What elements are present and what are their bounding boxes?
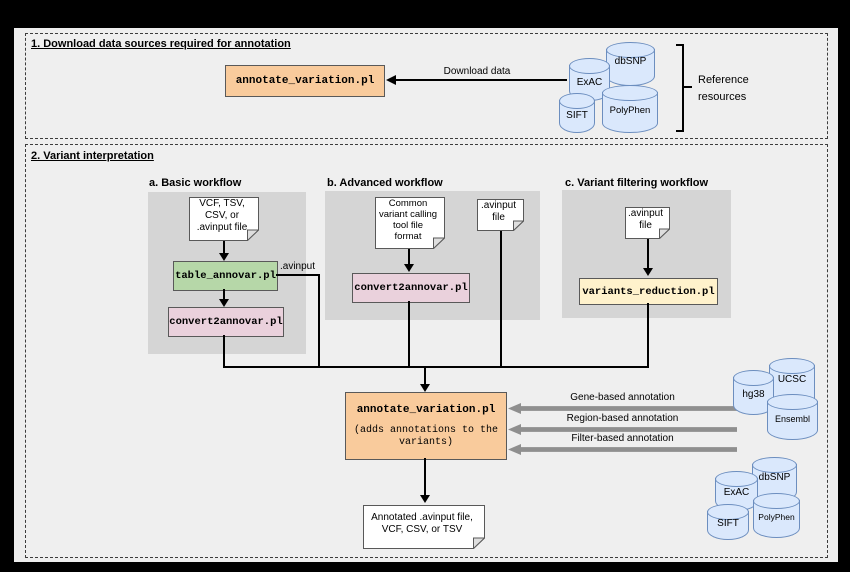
node-variants-reduction-label: variants_reduction.pl bbox=[582, 285, 715, 298]
connector-line bbox=[500, 231, 502, 368]
db-label-sift-top: SIFT bbox=[566, 110, 588, 121]
db-cylinder-dbsnp-top: dbSNP bbox=[606, 42, 655, 86]
node-annotate-variation-subtitle: (adds annotations to the variants) bbox=[353, 424, 499, 448]
doc-filtering-avinput-text: .avinput file bbox=[627, 208, 664, 231]
doc-output-text: Annotated .avinput file, VCF, CSV, or TS… bbox=[371, 512, 473, 535]
doc-output: Annotated .avinput file, VCF, CSV, or TS… bbox=[363, 505, 485, 549]
filtering-workflow-heading: c. Variant filtering workflow bbox=[565, 177, 709, 189]
region-annotation-label: Region-based annotation bbox=[566, 413, 679, 424]
gene-annotation-block-arrow-icon bbox=[508, 403, 737, 414]
doc-shape bbox=[477, 199, 524, 231]
cylinder-top bbox=[707, 504, 749, 520]
db-label-dbsnp: dbSNP bbox=[758, 472, 791, 483]
avinput-edge-label: .avinput bbox=[280, 261, 316, 272]
bracket-bottom-tick bbox=[676, 130, 683, 132]
arrow-line bbox=[424, 366, 426, 385]
node-annotate-variation-top-label: annotate_variation.pl bbox=[235, 75, 375, 87]
connector-line bbox=[647, 303, 649, 368]
db-cylinder-polyphen-top: PolyPhen bbox=[602, 85, 658, 133]
cylinder-top bbox=[752, 457, 797, 473]
db-label-dbsnp-top: dbSNP bbox=[614, 56, 647, 67]
filter-annotation-label: Filter-based annotation bbox=[571, 433, 674, 444]
doc-advanced-avinput: .avinput file bbox=[477, 199, 524, 231]
doc-shape bbox=[375, 197, 445, 249]
arrowhead-down-icon bbox=[420, 495, 430, 503]
arrowhead-down-icon bbox=[420, 384, 430, 392]
db-label-polyphen: PolyPhen bbox=[758, 512, 795, 522]
bracket-top-tick bbox=[676, 44, 683, 46]
cylinder-top bbox=[559, 93, 595, 109]
bracket-spine bbox=[682, 44, 684, 132]
doc-shape bbox=[189, 197, 259, 241]
doc-advanced-avinput-text: .avinput file bbox=[480, 200, 517, 223]
connector-line bbox=[318, 274, 320, 368]
node-annotate-variation-center: annotate_variation.pl (adds annotations … bbox=[345, 392, 507, 460]
doc-basic-input: VCF, TSV, CSV, or .avinput file bbox=[189, 197, 259, 241]
arrowhead-down-icon bbox=[219, 253, 229, 261]
section-download-box bbox=[25, 33, 828, 139]
arrowhead-down-icon bbox=[219, 299, 229, 307]
db-label-ensembl: Ensembl bbox=[774, 414, 810, 424]
node-convert2annovar-basic: convert2annovar.pl bbox=[168, 307, 284, 337]
cylinder-top bbox=[606, 42, 655, 58]
doc-basic-input-text: VCF, TSV, CSV, or .avinput file bbox=[196, 198, 248, 233]
region-annotation-block-arrow-icon bbox=[508, 424, 737, 435]
node-table-annovar-label: table_annovar.pl bbox=[175, 270, 276, 282]
db-cylinder-polyphen: PolyPhen bbox=[753, 493, 800, 538]
doc-advanced-input-text: Common variant calling tool file format bbox=[378, 197, 438, 243]
db-cylinder-sift-top: SIFT bbox=[559, 93, 595, 133]
advanced-workflow-heading: b. Advanced workflow bbox=[327, 177, 443, 189]
db-label-hg38: hg38 bbox=[742, 389, 765, 400]
connector-line bbox=[408, 301, 410, 368]
cylinder-top bbox=[715, 471, 758, 487]
bracket-middle-tick bbox=[684, 86, 692, 88]
db-cylinder-ensembl: Ensembl bbox=[767, 394, 818, 440]
arrowhead-down-icon bbox=[404, 264, 414, 272]
arrow-line bbox=[223, 241, 225, 254]
db-label-polyphen-top: PolyPhen bbox=[609, 105, 651, 116]
cylinder-top bbox=[767, 394, 818, 410]
gene-annotation-label: Gene-based annotation bbox=[570, 392, 675, 403]
db-label-exac: ExAC bbox=[723, 487, 750, 498]
arrowhead-down-icon bbox=[643, 268, 653, 276]
arrow-line bbox=[424, 458, 426, 496]
connector-line bbox=[223, 335, 225, 368]
doc-shape bbox=[625, 207, 670, 239]
cylinder-top bbox=[733, 370, 774, 386]
section1-title: 1. Download data sources required for an… bbox=[31, 38, 291, 50]
db-label-exac-top: ExAC bbox=[576, 77, 603, 88]
arrow-line bbox=[647, 239, 649, 269]
doc-filtering-avinput: .avinput file bbox=[625, 207, 670, 239]
basic-workflow-heading: a. Basic workflow bbox=[149, 177, 242, 189]
section2-title: 2. Variant interpretation bbox=[31, 150, 154, 162]
arrow-line bbox=[223, 289, 225, 300]
node-table-annovar: table_annovar.pl bbox=[173, 261, 278, 291]
arrow-line bbox=[408, 249, 410, 265]
connector-line bbox=[276, 274, 320, 276]
cylinder-top bbox=[753, 493, 800, 509]
node-convert2annovar-advanced-label: convert2annovar.pl bbox=[354, 282, 468, 294]
download-data-label: Download data bbox=[443, 66, 511, 77]
diagram-canvas: 1. Download data sources required for an… bbox=[14, 28, 838, 562]
filter-annotation-block-arrow-icon bbox=[508, 444, 737, 455]
db-label-sift: SIFT bbox=[717, 518, 739, 529]
node-annotate-variation-center-label: annotate_variation.pl bbox=[356, 403, 496, 416]
cylinder-top bbox=[602, 85, 658, 101]
download-arrowhead-left-icon bbox=[386, 75, 396, 85]
collector-line bbox=[223, 366, 649, 368]
db-label-ucsc: UCSC bbox=[777, 374, 807, 385]
reference-resources-label: Reference resources bbox=[698, 74, 749, 103]
db-cylinder-hg38: hg38 bbox=[733, 370, 774, 415]
doc-shape bbox=[363, 505, 485, 549]
download-arrow-line bbox=[396, 79, 567, 81]
db-cylinder-sift: SIFT bbox=[707, 504, 749, 540]
node-variants-reduction: variants_reduction.pl bbox=[579, 278, 718, 305]
node-annotate-variation-top: annotate_variation.pl bbox=[225, 65, 385, 97]
cylinder-top bbox=[569, 58, 610, 74]
doc-advanced-input: Common variant calling tool file format bbox=[375, 197, 445, 249]
node-convert2annovar-basic-label: convert2annovar.pl bbox=[169, 316, 283, 328]
cylinder-top bbox=[769, 358, 815, 374]
node-convert2annovar-advanced: convert2annovar.pl bbox=[352, 273, 470, 303]
